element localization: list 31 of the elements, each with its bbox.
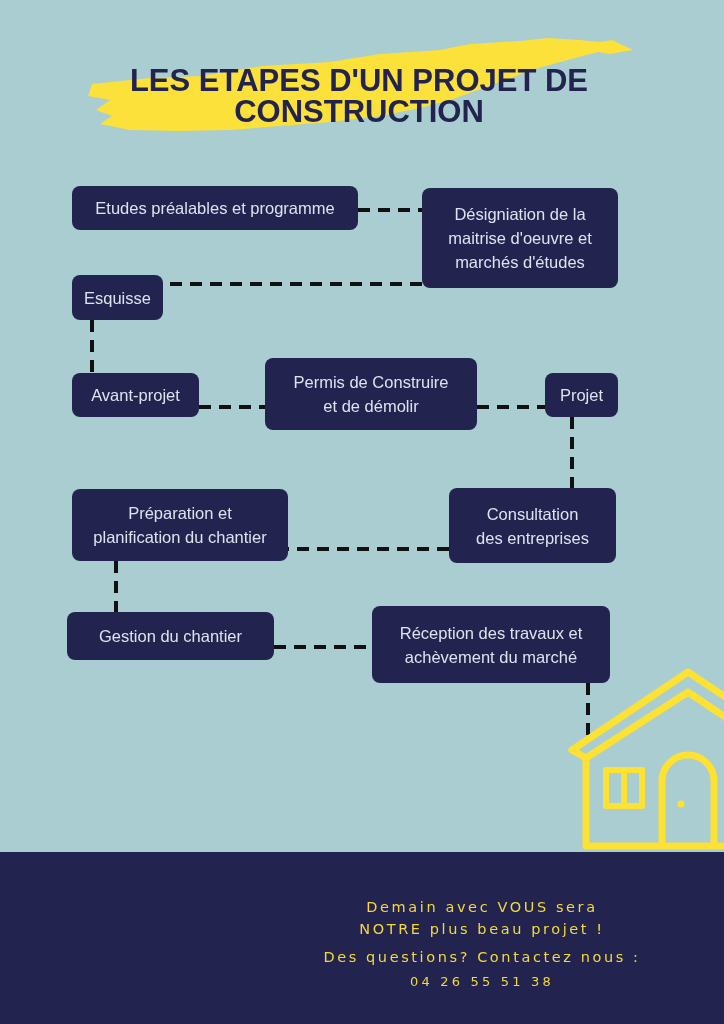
step-text: Préparation et planification du chantier xyxy=(92,503,268,548)
house-drawing xyxy=(566,666,724,852)
step-text: Avant-projet xyxy=(91,385,180,406)
step-text: Etudes préalables et programme xyxy=(95,198,335,219)
tagline-text: Demain avec VOUS sera NOTRE plus beau projet ! xyxy=(358,898,606,939)
step-box xyxy=(422,188,618,288)
step-box xyxy=(67,612,274,660)
step-text: Désigniation de la maitrise d'oeuvre et marchés d'études xyxy=(447,204,593,273)
step-text: Permis de Construire et de démolir xyxy=(292,372,450,417)
step-text: Consultation des entreprises xyxy=(475,503,590,549)
step-box xyxy=(72,489,288,561)
phone-number: 04 26 55 51 38 xyxy=(409,973,554,991)
dashed-connector xyxy=(358,208,422,212)
step-text: Projet xyxy=(559,385,604,406)
step-text: Esquisse xyxy=(84,287,151,309)
dashed-connector xyxy=(114,561,118,612)
step-box xyxy=(265,358,477,430)
step-box xyxy=(372,606,610,683)
dashed-connector xyxy=(90,320,94,373)
contact-prompt: Des questions? Contactez nous : xyxy=(323,948,641,967)
dashed-connector xyxy=(570,417,574,488)
step-box xyxy=(72,186,358,230)
step-text: Réception des travaux et achèvement du marché xyxy=(398,622,584,668)
dashed-connector xyxy=(477,405,545,409)
step-box xyxy=(72,373,199,417)
step-text: Gestion du chantier xyxy=(98,626,243,647)
step-box xyxy=(449,488,616,563)
step-box xyxy=(72,275,163,320)
dashed-connector xyxy=(586,683,590,736)
dashed-connector xyxy=(199,405,265,409)
step-box xyxy=(545,373,618,417)
